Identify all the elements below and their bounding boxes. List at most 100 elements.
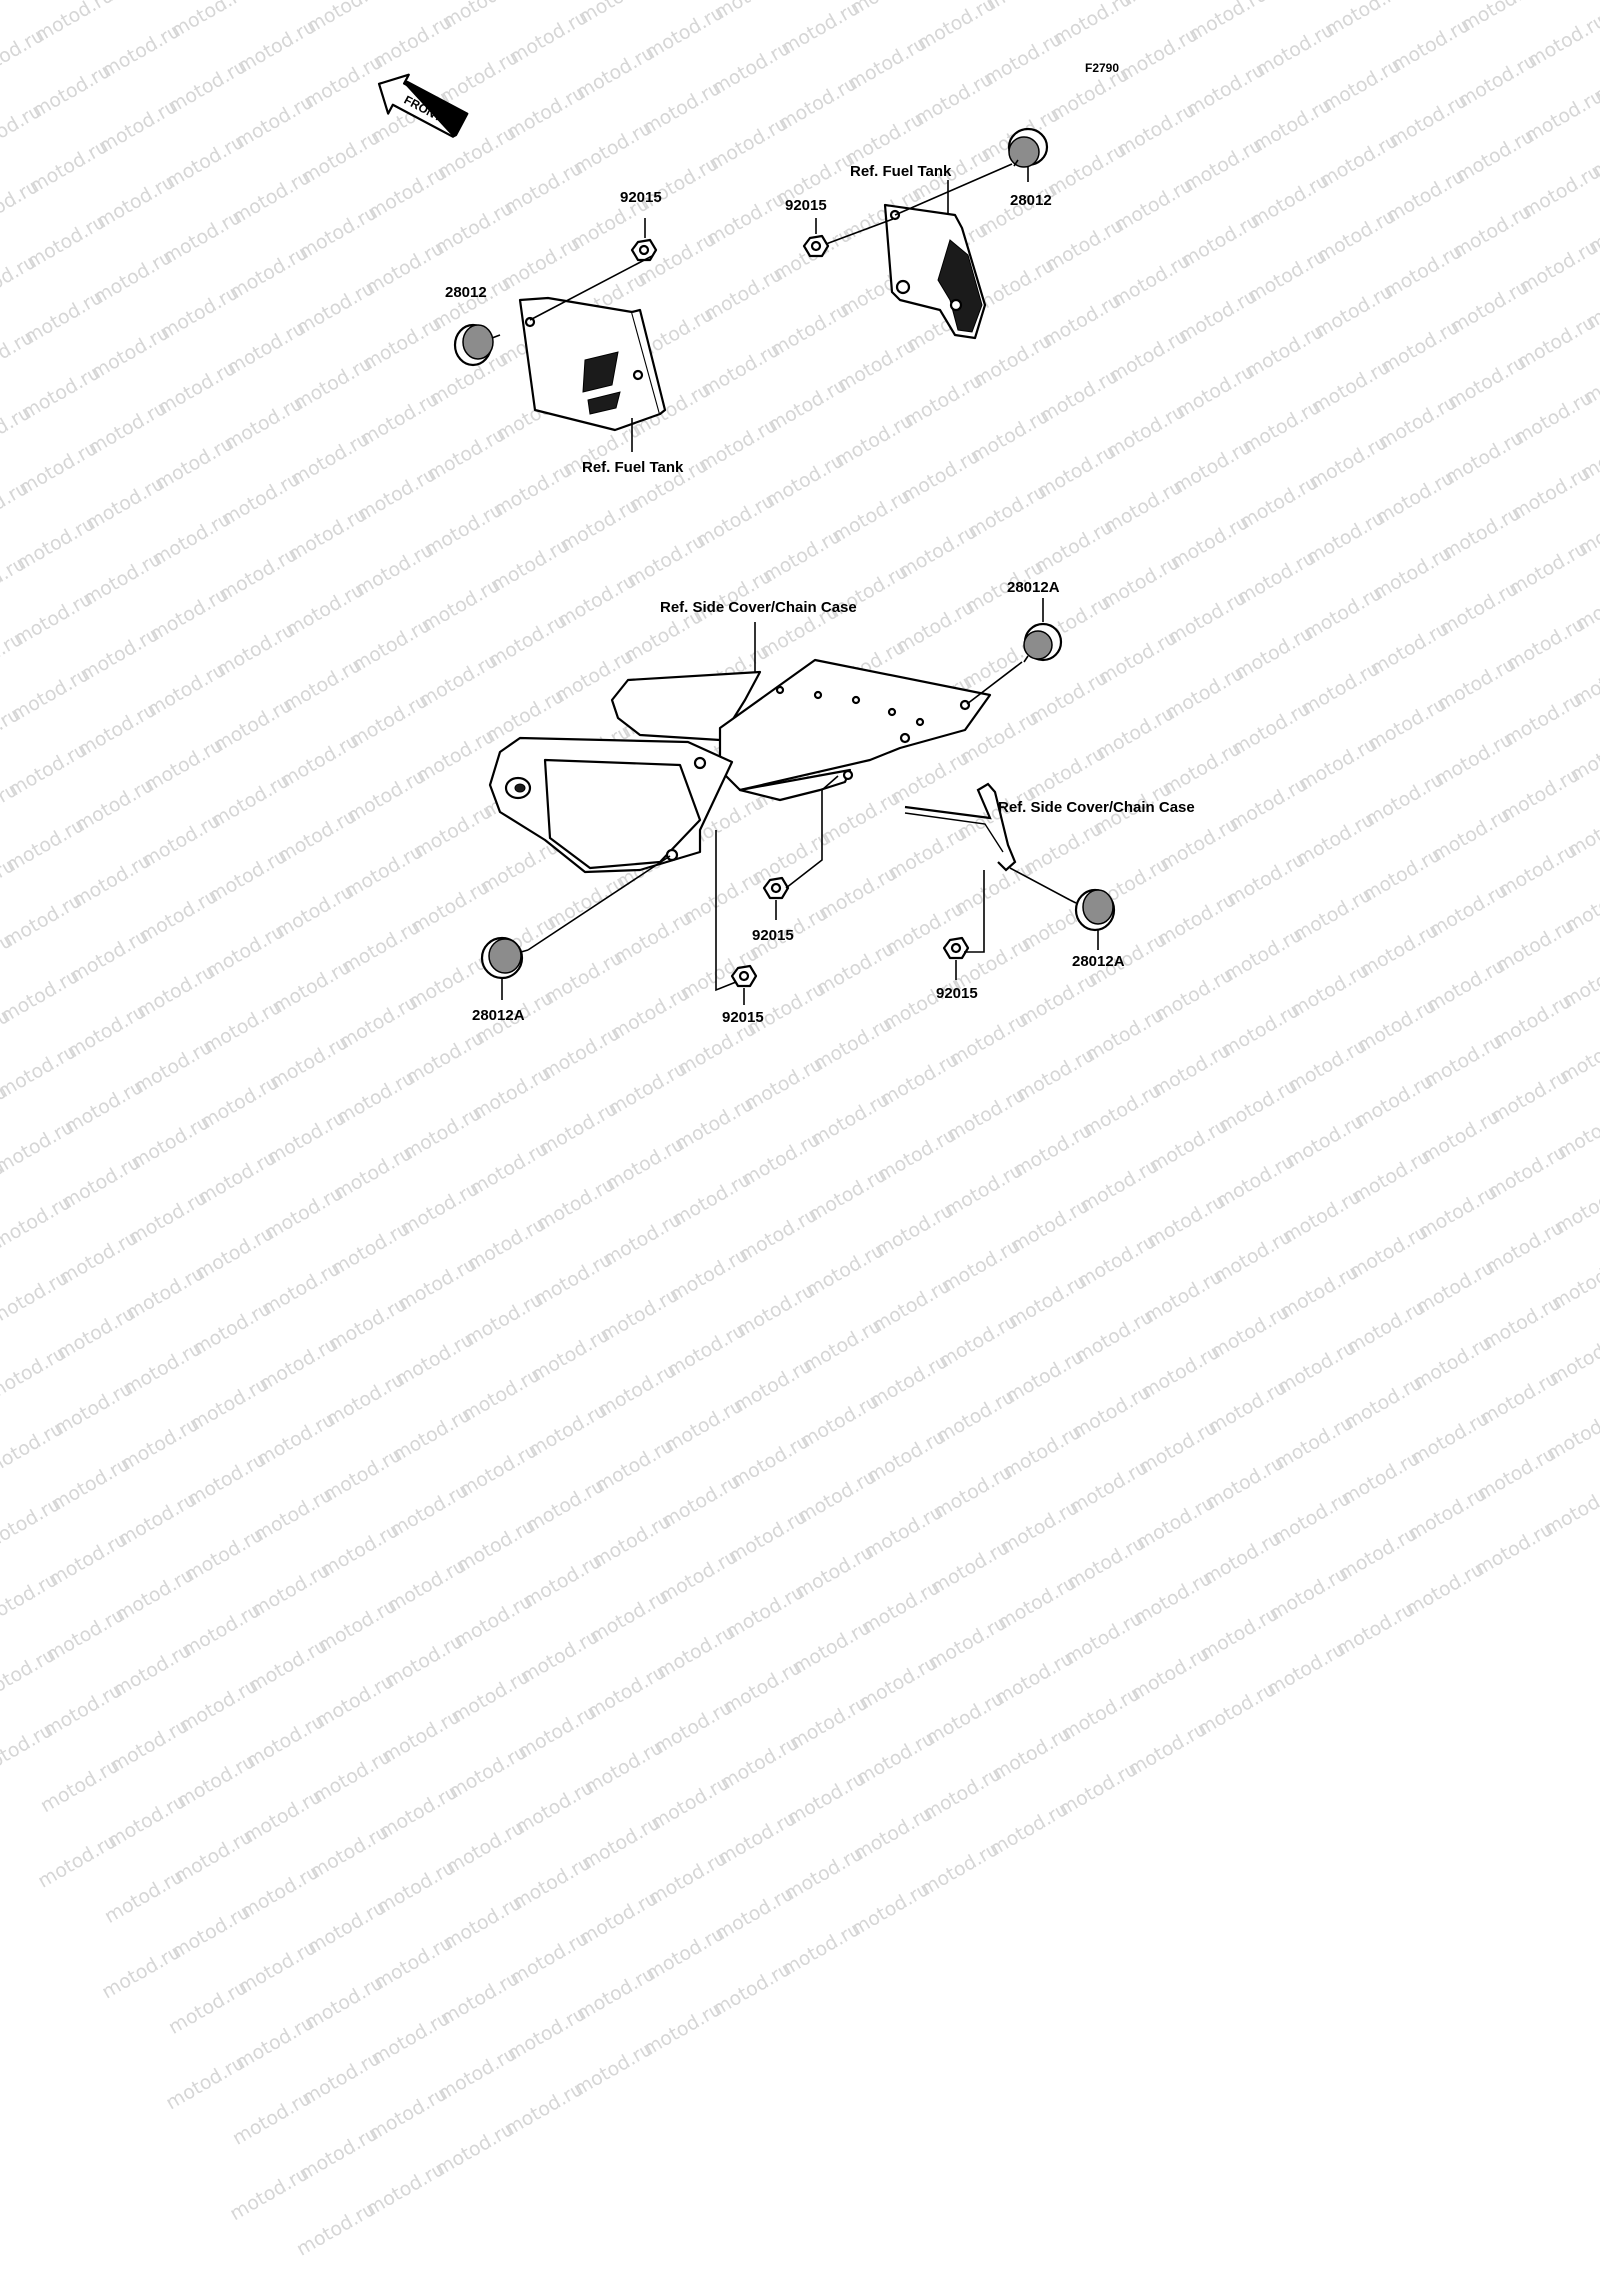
watermark-text: motod.ru	[1137, 1340, 1224, 1404]
watermark-text: motod.ru	[1539, 1477, 1600, 1541]
watermark-text: motod.ru	[665, 1243, 753, 1307]
watermark-text: motod.ru	[521, 1474, 609, 1538]
watermark-text: motod.ru	[849, 1802, 937, 1866]
watermark-text: motod.ru	[708, 1957, 795, 2021]
watermark-text: motod.ru	[1411, 1256, 1499, 1319]
watermark-text: motod.ru	[375, 1780, 462, 1844]
label-92015: 92015	[785, 197, 827, 214]
watermark-text: motod.ru	[119, 1337, 206, 1401]
watermark-text: motod.ru	[98, 1940, 185, 2004]
watermark-text: motod.ru	[711, 1882, 798, 1946]
watermark-text: motod.ru	[921, 1687, 1009, 1750]
watermark-text: motod.ru	[431, 2117, 518, 2181]
label-28012A: 28012A	[472, 1007, 525, 1024]
watermark-text: motod.ru	[364, 2082, 452, 2146]
watermark-text: motod.ru	[865, 1349, 953, 1413]
watermark-text: motod.ru	[647, 1771, 734, 1835]
watermark-text: motod.ru	[1334, 1522, 1422, 1586]
watermark-text: motod.ru	[121, 1261, 209, 1325]
watermark-text: motod.ru	[862, 1425, 950, 1489]
watermark-text: motod.ru	[178, 1599, 265, 1662]
lead-line	[966, 661, 1023, 705]
watermark-text: motod.ru	[106, 1714, 193, 1778]
watermark-text: motod.ru	[870, 1199, 958, 1262]
nut-upper-right	[802, 234, 830, 258]
watermark-text: motod.ru	[639, 1997, 726, 2061]
watermark-text: motod.ru	[449, 1589, 537, 1653]
watermark-text: motod.ru	[924, 1611, 1011, 1675]
watermark-text: motod.ru	[988, 1722, 1075, 1786]
watermark-text: motod.ru	[393, 1252, 481, 1316]
watermark-text: motod.ru	[0, 1417, 68, 1481]
watermark-text: motod.ru	[0, 1306, 4, 1370]
watermark-text: motod.ru	[519, 1549, 606, 1613]
label-ref-side-cover: Ref. Side Cover/Chain Case	[998, 799, 1195, 816]
watermark-text: motod.ru	[583, 1660, 670, 1724]
watermark-text: motod.ru	[516, 1625, 603, 1689]
watermark-text: motod.ru	[367, 2007, 454, 2070]
watermark-text: motod.ru	[388, 1403, 475, 1467]
watermark-text: motod.ru	[0, 1568, 62, 1631]
watermark-text: motod.ru	[652, 1620, 739, 1684]
lead-line	[825, 218, 894, 245]
watermark-text: motod.ru	[34, 1829, 121, 1893]
watermark-text: motod.ru	[164, 1976, 252, 2039]
watermark-text: motod.ru	[780, 1842, 867, 1906]
watermark-text: motod.ru	[380, 1629, 468, 1693]
watermark-text: motod.ru	[1270, 1411, 1358, 1475]
watermark-text: motod.ru	[726, 1429, 814, 1493]
lead-line	[1009, 867, 1071, 901]
watermark-text: motod.ru	[868, 1274, 955, 1338]
watermark-text: motod.ru	[724, 1505, 811, 1569]
nut-lower-bottom	[730, 964, 758, 988]
watermark-text: motod.ru	[183, 1448, 270, 1511]
watermark-text: motod.ru	[932, 1385, 1019, 1449]
watermark-text: motod.ru	[1198, 1527, 1286, 1590]
watermark-text: motod.ru	[1062, 1531, 1150, 1595]
watermark-text: motod.ru	[926, 1536, 1014, 1599]
watermark-text: motod.ru	[167, 1900, 254, 1964]
watermark-text: motod.ru	[180, 1523, 268, 1587]
label-ref-side-cover: Ref. Side Cover/Chain Case	[660, 599, 857, 616]
watermark-text: motod.ru	[569, 2037, 657, 2101]
watermark-text: motod.ru	[1339, 1371, 1427, 1435]
nut-upper-left	[630, 238, 658, 262]
watermark-text: motod.ru	[327, 1217, 414, 1281]
watermark-text: motod.ru	[660, 1394, 747, 1458]
watermark-text: motod.ru	[116, 1412, 204, 1476]
watermark-text: motod.ru	[0, 1191, 76, 1254]
watermark-text: motod.ru	[185, 1372, 273, 1436]
watermark-text: motod.ru	[385, 1479, 473, 1542]
watermark-text: motod.ru	[1068, 1380, 1155, 1444]
watermark-text: motod.ru	[47, 1452, 134, 1516]
watermark-text: motod.ru	[36, 1754, 124, 1818]
watermark-text: motod.ru	[719, 1656, 806, 1719]
watermark-text: motod.ru	[572, 1962, 660, 2026]
figure-id: F2790	[1085, 61, 1119, 75]
watermark-text: motod.ru	[500, 2077, 588, 2141]
watermark-text: motod.ru	[860, 1500, 947, 1564]
watermark-text: motod.ru	[847, 1877, 934, 1941]
watermark-text: motod.ru	[1001, 1345, 1088, 1409]
watermark-text: motod.ru	[1273, 1336, 1360, 1399]
watermark-text: motod.ru	[1201, 1451, 1288, 1515]
watermark-text: motod.ru	[162, 2051, 249, 2115]
watermark-text: motod.ru	[311, 1669, 398, 1733]
watermark-text: motod.ru	[1403, 1482, 1491, 1546]
watermark-text: motod.ru	[990, 1647, 1078, 1710]
watermark-text: motod.ru	[228, 2087, 316, 2150]
watermark-text: motod.ru	[257, 1257, 345, 1321]
watermark-text: motod.ru	[457, 1363, 545, 1427]
watermark-text: motod.ru	[0, 1719, 57, 1782]
label-92015: 92015	[722, 1009, 764, 1026]
watermark-text: motod.ru	[103, 1789, 190, 1853]
watermark-text: motod.ru	[1545, 1327, 1600, 1390]
watermark-text: motod.ru	[319, 1443, 406, 1507]
label-92015: 92015	[936, 985, 978, 1002]
watermark-text: motod.ru	[100, 1865, 188, 1929]
watermark-text: motod.ru	[1132, 1491, 1219, 1555]
watermark-text: motod.ru	[596, 1283, 683, 1347]
watermark-text: motod.ru	[788, 1616, 875, 1679]
watermark-text: motod.ru	[236, 1860, 324, 1924]
watermark-text: motod.ru	[655, 1545, 742, 1609]
